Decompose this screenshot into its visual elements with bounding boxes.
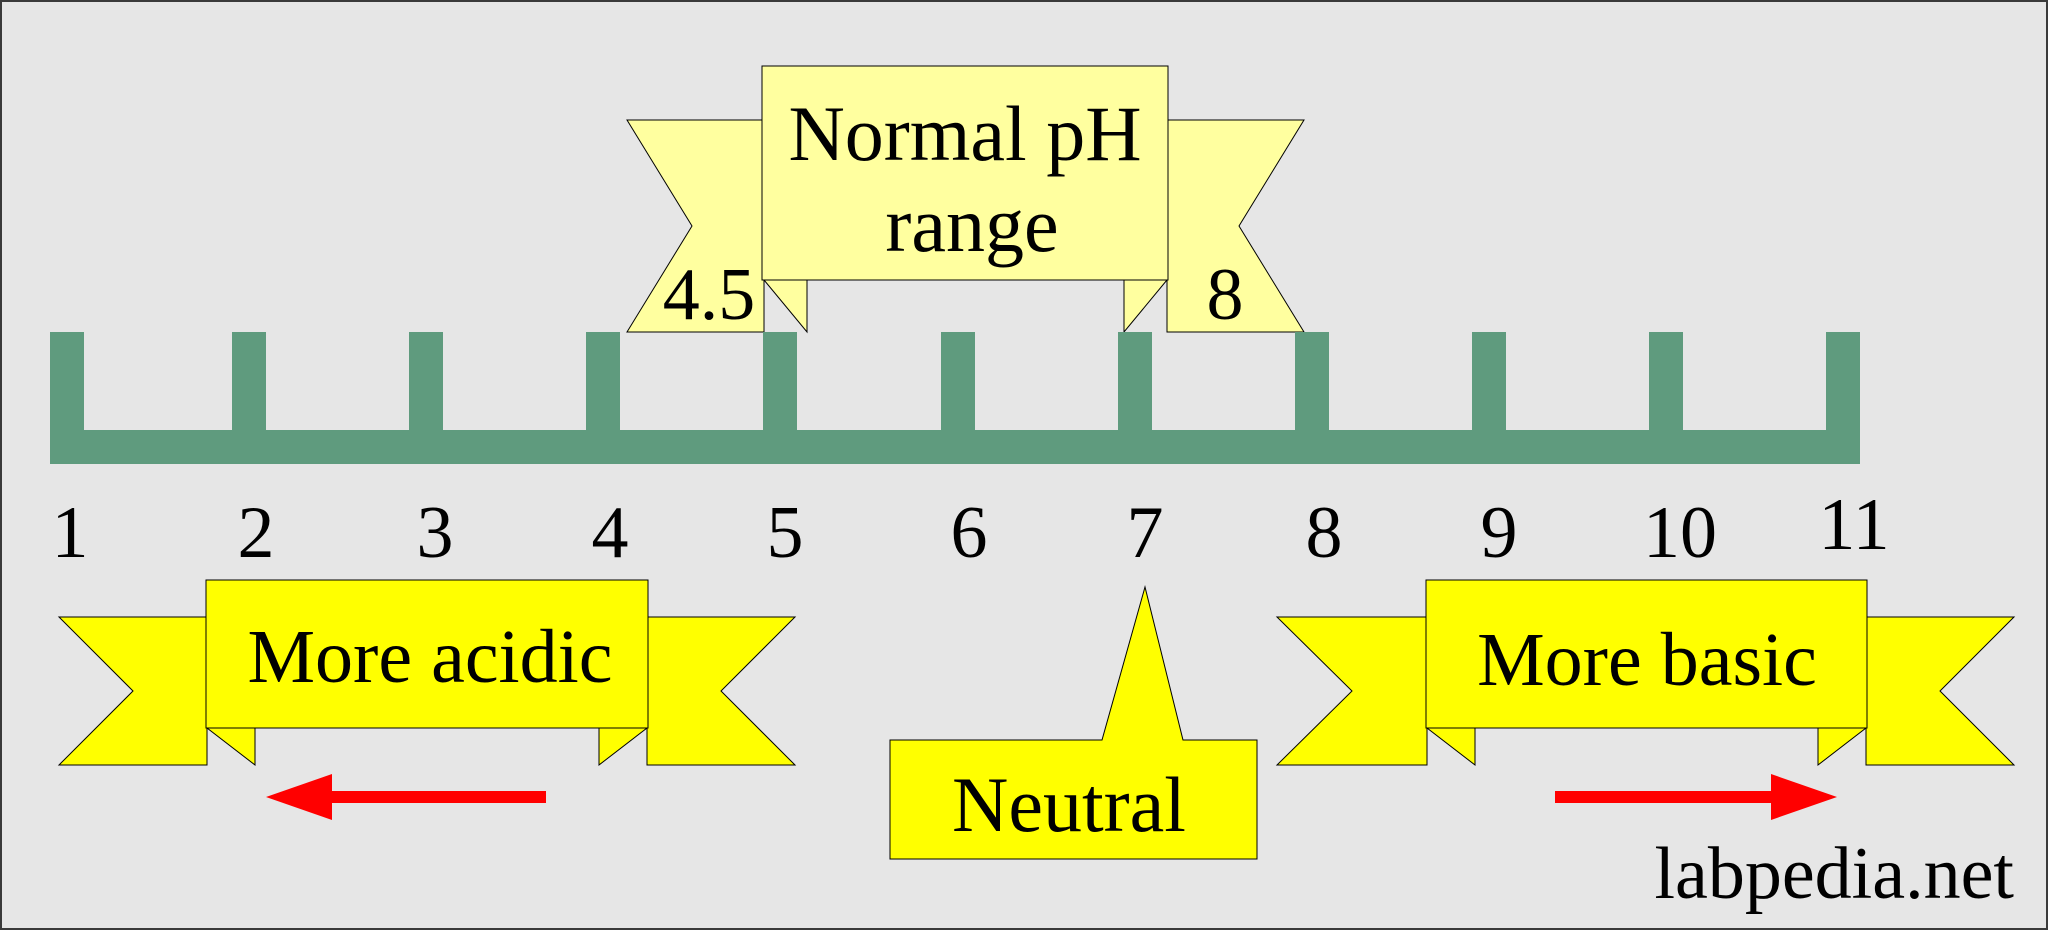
ph-scale-tick [1118, 332, 1152, 452]
acidic-banner: More acidic [57, 579, 797, 767]
ph-scale-tick [763, 332, 797, 452]
normal-range-title-line1: Normal pH [788, 90, 1141, 177]
acidic-banner-right-fold [598, 727, 649, 767]
ph-tick-label: 1 [52, 492, 89, 574]
ph-scale-tick [1472, 332, 1506, 452]
normal-range-banner-right-fold [1123, 279, 1169, 334]
acidic-banner-face [205, 579, 649, 729]
acidic-label: More acidic [247, 615, 612, 699]
watermark-text: labpedia.net [1654, 833, 2014, 915]
ph-scale-tick [1295, 332, 1329, 452]
basic-banner-face [1425, 579, 1868, 729]
ph-scale-tick [50, 332, 84, 452]
ph-scale-tick [1649, 332, 1683, 452]
ph-tick-label: 11 [1818, 484, 1889, 566]
ph-tick-labels: 1 2 3 4 5 6 7 8 9 10 11 [52, 484, 1890, 574]
ph-scale-tick [409, 332, 443, 452]
normal-range-banner-face [761, 65, 1169, 281]
ph-tick-label: 9 [1481, 492, 1518, 574]
left-arrow-icon [266, 774, 546, 820]
neutral-callout: Neutral [889, 585, 1258, 860]
acidic-banner-left-fold [205, 727, 256, 767]
ph-tick-label: 7 [1127, 492, 1164, 574]
normal-range-banner-left-tail [626, 119, 765, 333]
ph-tick-label: 8 [1306, 492, 1343, 574]
ph-scale-tick [232, 332, 266, 452]
basic-banner: More basic [1275, 579, 2016, 767]
normal-range-title-line2: range [885, 181, 1058, 268]
ph-tick-label: 2 [238, 492, 275, 574]
ph-scale [50, 332, 1860, 464]
ph-scale-tick [586, 332, 620, 452]
basic-banner-left-fold [1425, 727, 1476, 767]
right-arrow-icon [1555, 774, 1837, 820]
normal-range-banner-left-fold [762, 279, 808, 334]
normal-range-banner: Normal pH range 4.5 8 [626, 65, 1305, 336]
ph-scale-tick [1826, 332, 1860, 462]
acidic-banner-right-tail [646, 616, 797, 766]
normal-range-high-value: 8 [1207, 254, 1244, 336]
basic-banner-left-tail [1275, 616, 1428, 766]
ph-tick-label: 3 [417, 492, 454, 574]
neutral-label: Neutral [952, 761, 1186, 848]
basic-label: More basic [1477, 618, 1817, 702]
basic-banner-right-tail [1865, 616, 2016, 766]
acidic-banner-left-tail [57, 616, 208, 766]
normal-range-low-value: 4.5 [663, 254, 756, 336]
neutral-callout-bubble [889, 585, 1258, 860]
normal-range-banner-right-tail [1166, 119, 1305, 333]
ph-tick-label: 6 [951, 492, 988, 574]
ph-tick-label: 4 [592, 492, 629, 574]
ph-scale-tick [941, 332, 975, 452]
basic-banner-right-fold [1817, 727, 1868, 767]
ph-tick-label: 5 [767, 492, 804, 574]
ph-tick-label: 10 [1643, 492, 1717, 574]
